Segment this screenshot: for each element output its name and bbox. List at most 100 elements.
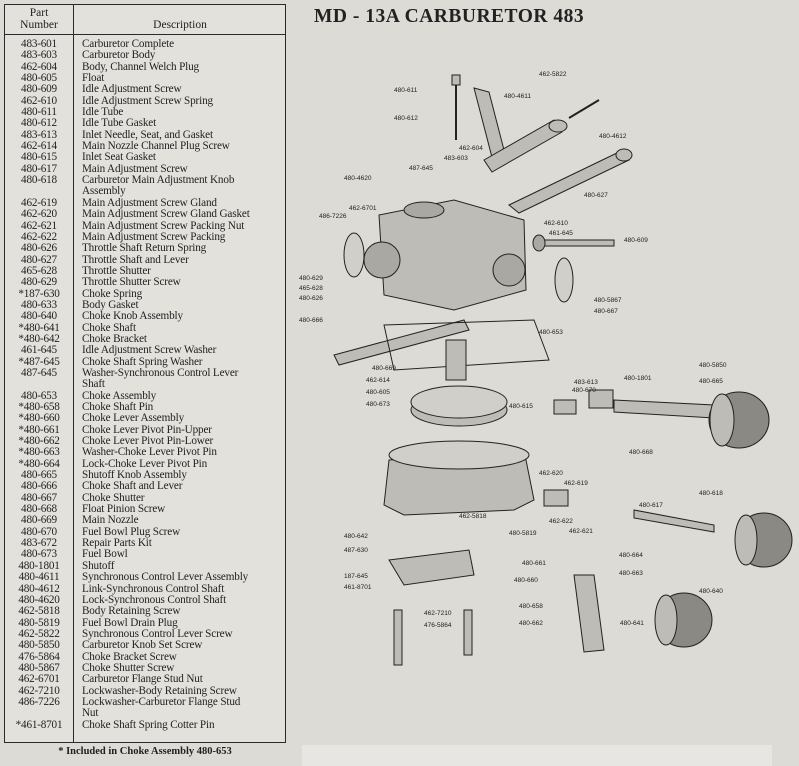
- callout-label: 480-663: [619, 570, 643, 577]
- part-description: Repair Parts Kit: [82, 537, 152, 550]
- callout-label: 480-670: [572, 387, 596, 394]
- part-description: Choke Bracket: [82, 332, 147, 345]
- part-description: Choke Lever Assembly: [82, 412, 185, 425]
- part-description: Carburetor Knob Set Screw: [82, 639, 203, 652]
- part-number: *480-661: [18, 423, 60, 436]
- part-number: 480-615: [21, 151, 57, 164]
- callout-label: 480-626: [299, 295, 323, 302]
- callout-label: 462-622: [549, 518, 573, 525]
- callout-label: 480-611: [394, 87, 418, 94]
- part-description: Fuel Bowl: [82, 548, 128, 561]
- idle-tube-cap: [451, 74, 461, 86]
- part-description: Choke Shutter Screw: [82, 661, 175, 674]
- part-number: *487-645: [18, 355, 60, 368]
- gland: [543, 489, 569, 507]
- table-row: *480-661 Choke Lever Pivot Pin-Upper: [5, 423, 285, 436]
- choke-bracket-screw: [463, 609, 473, 656]
- part-number: [5, 708, 73, 719]
- part-description: Choke Assembly: [82, 389, 157, 402]
- exploded-carburetor-diagram: 480-611480-4611462-5822480-612480-461246…: [299, 71, 793, 666]
- callout-label: 480-617: [639, 502, 663, 509]
- table-row: 480-653 Choke Assembly: [5, 389, 285, 402]
- table-row: *480-642 Choke Bracket: [5, 332, 285, 345]
- callout-label: 462-6701: [349, 205, 377, 212]
- part-number: *480-662: [18, 435, 60, 448]
- part-description: Choke Shaft and Lever: [82, 480, 183, 493]
- part-description: Carburetor Body: [82, 49, 156, 62]
- part-description: Throttle Shutter Screw: [82, 276, 181, 289]
- callout-label: 462-7210: [424, 610, 452, 617]
- part-description: Inlet Needle, Seat, and Gasket: [82, 128, 213, 141]
- part-number: 486-7226: [18, 695, 60, 708]
- diagram-artwork: [333, 74, 793, 666]
- callout-label: 480-1801: [624, 375, 652, 382]
- callout-label: 480-5819: [509, 530, 537, 537]
- part-description: Body, Channel Welch Plug: [82, 60, 199, 73]
- table-row: 462-604 Body, Channel Welch Plug: [5, 60, 285, 73]
- choke-bracket: [388, 549, 475, 586]
- part-number: 480-653: [21, 389, 57, 402]
- part-number: 480-670: [21, 525, 57, 538]
- callout-label: 480-605: [366, 389, 390, 396]
- part-number: 462-610: [21, 94, 57, 107]
- main-nozzle: [445, 339, 467, 381]
- part-number: 480-673: [21, 548, 57, 561]
- part-description: Main Adjustment Screw Gland: [82, 196, 217, 209]
- part-number: 480-1801: [18, 559, 60, 572]
- part-number: 462-604: [21, 60, 57, 73]
- callout-label: 480-618: [699, 490, 723, 497]
- part-number: 480-665: [21, 469, 57, 482]
- callout-label: 480-4612: [599, 133, 627, 140]
- part-description: Choke Shaft Spring Cotter Pin: [82, 718, 215, 731]
- part-number: 480-4612: [18, 582, 60, 595]
- part-description: Shaft: [82, 378, 105, 391]
- part-description: Lock-Synchronous Control Shaft: [82, 593, 227, 606]
- callout-label: 487-630: [344, 547, 368, 554]
- callout-label: 480-666: [299, 317, 323, 324]
- callout-label: 480-658: [519, 603, 543, 610]
- part-number: *480-642: [18, 332, 60, 345]
- table-row: *487-645 Choke Shaft Spring Washer: [5, 355, 285, 368]
- part-number: 480-5867: [18, 661, 60, 674]
- part-number: [5, 379, 73, 390]
- part-description: Choke Shaft Spring Washer: [82, 355, 203, 368]
- part-description: Choke Lever Pivot Pin-Upper: [82, 423, 212, 436]
- choke-knob: [654, 592, 713, 648]
- part-description: Carburetor Complete: [82, 38, 174, 50]
- idle-adjustment-screw: [533, 239, 615, 247]
- part-number: 480-640: [21, 310, 57, 323]
- callout-label: 465-628: [299, 285, 323, 292]
- table-row: Nut: [5, 707, 285, 719]
- callout-label: 480-673: [366, 401, 390, 408]
- part-number: 480-633: [21, 298, 57, 311]
- callout-label: 480-627: [584, 192, 608, 199]
- callout-label: 480-661: [522, 560, 546, 567]
- part-description: Washer-Choke Lever Pivot Pin: [82, 446, 217, 459]
- part-description: Choke Shutter: [82, 491, 145, 504]
- main-adjustment-screw: [633, 509, 715, 533]
- part-description: Shutoff Knob Assembly: [82, 469, 187, 482]
